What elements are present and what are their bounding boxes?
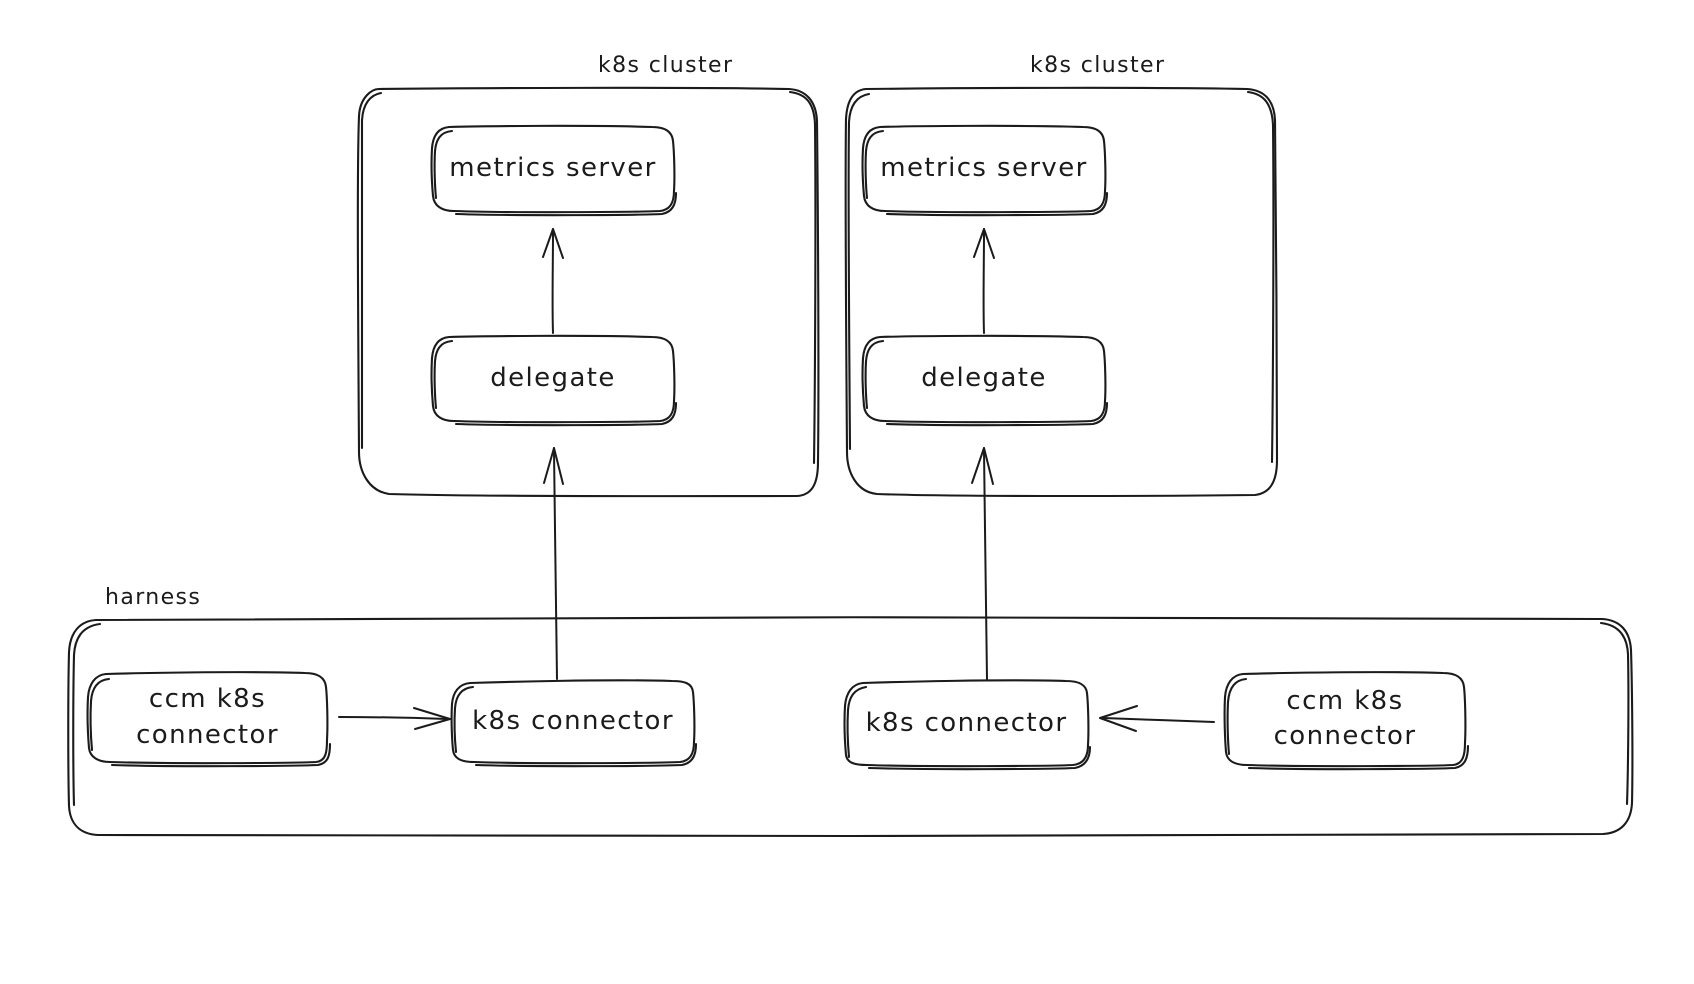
group-outline-k8s-cluster-left xyxy=(356,86,820,498)
node-outline-metrics-server-left xyxy=(430,124,678,217)
node-outline-metrics-server-right xyxy=(861,124,1109,217)
arrow-delegate-to-metrics-right xyxy=(973,228,995,334)
group-harness[interactable] xyxy=(68,618,1632,835)
arrow-delegate-to-metrics-left xyxy=(542,228,564,334)
node-outline-delegate-right xyxy=(861,334,1109,427)
group-k8s-cluster-right[interactable] xyxy=(845,88,1277,497)
group-label-harness: harness xyxy=(105,585,202,610)
group-k8s-cluster-left[interactable] xyxy=(358,88,818,497)
group-outline-k8s-cluster-right xyxy=(844,86,1279,498)
arrow-ccm-to-k8sconn-right xyxy=(1099,705,1215,732)
arrow-k8sconn-to-delegate-right xyxy=(971,447,994,680)
node-outline-delegate-left xyxy=(430,334,678,427)
group-label-k8s-cluster-left: k8s cluster xyxy=(598,53,734,78)
group-label-k8s-cluster-right: k8s cluster xyxy=(1030,53,1166,78)
node-outline-k8s-connector-right xyxy=(843,679,1092,771)
group-outline-harness xyxy=(67,616,1634,838)
arrow-k8sconn-to-delegate-left xyxy=(543,447,564,680)
node-outline-ccm-k8s-connector-right xyxy=(1223,671,1470,771)
node-outline-ccm-k8s-connector-left xyxy=(86,671,332,768)
arrow-ccm-to-k8sconn-left xyxy=(338,707,451,730)
node-outline-k8s-connector-left xyxy=(450,679,698,768)
